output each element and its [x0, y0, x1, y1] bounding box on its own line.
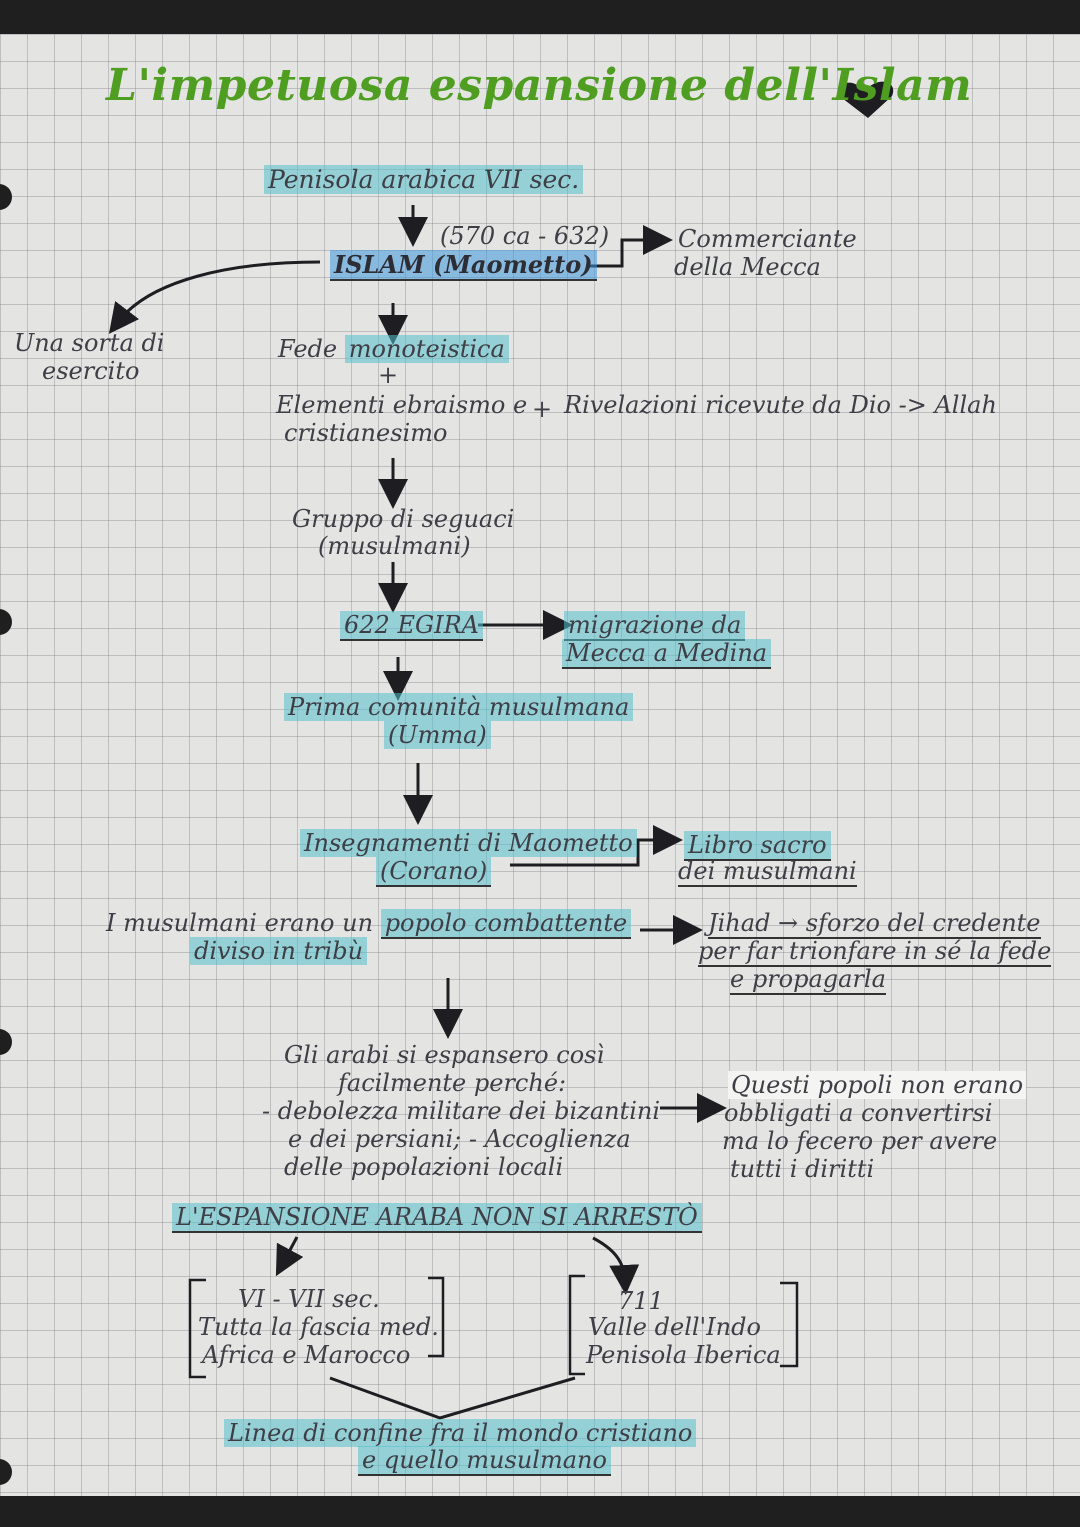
binder-hole — [0, 184, 12, 210]
border-text-1: Linea di confine fra il mondo cristiano — [224, 1419, 697, 1447]
right-line-3: Penisola Iberica — [586, 1341, 781, 1369]
jihad-text-2: per far trionfare in sé la fede — [698, 937, 1052, 967]
merchant-line-2: della Mecca — [674, 253, 821, 281]
book-line-2: dei musulmani — [678, 857, 857, 887]
jihad-line-2: per far trionfare in sé la fede — [698, 937, 1052, 967]
revelations-label: Rivelazioni ricevute da Dio -> Allah — [564, 391, 997, 419]
page-title: L'impetuosa espansione dell'Islam — [106, 60, 973, 111]
book-line-1: Libro sacro — [684, 831, 831, 861]
book-text-1: Libro sacro — [684, 831, 831, 861]
peoples-line-3: ma lo fecero per avere — [722, 1127, 998, 1155]
peoples-line-2: obbligati a convertirsi — [724, 1099, 993, 1127]
left-line-3: Africa e Marocco — [202, 1341, 411, 1369]
plus-sign: + — [378, 361, 399, 389]
people-prefix: I musulmani erano un — [106, 909, 374, 937]
faith-node: Fede monoteistica — [278, 335, 509, 363]
jihad-line-3: e propagarla — [730, 965, 886, 995]
plus-sign-2: + — [532, 395, 553, 423]
border-line-1: Linea di confine fra il mondo cristiano — [224, 1419, 697, 1447]
islam-label: ISLAM (Maometto) — [330, 250, 597, 281]
teachings-text-2: (Corano) — [376, 857, 492, 887]
expansion-label: L'ESPANSIONE ARABA NON SI ARRESTÒ — [172, 1203, 702, 1233]
teachings-text-1: Insegnamenti di Maometto — [300, 829, 637, 857]
right-line-2: Valle dell'Indo — [588, 1313, 761, 1341]
egira-label: 622 EGIRA — [340, 611, 484, 641]
followers-line-2: (musulmani) — [318, 532, 471, 560]
arabs-line-4: e dei persiani; - Accoglienza — [288, 1125, 631, 1153]
teachings-line-1: Insegnamenti di Maometto — [300, 829, 637, 857]
people-text-2: diviso in tribù — [190, 937, 368, 965]
jihad-text-3: e propagarla — [730, 965, 886, 995]
migration-text-1: migrazione da — [564, 611, 746, 641]
merchant-line-1: Commerciante — [678, 225, 857, 253]
binder-hole — [0, 1459, 12, 1485]
arabs-line-2: facilmente perché: — [338, 1069, 567, 1097]
people-highlight: popolo combattente — [380, 909, 632, 939]
border-text-2: e quello musulmano — [358, 1446, 611, 1476]
elements-line-2: cristianesimo — [284, 419, 448, 447]
migration-line-1: migrazione da — [564, 611, 746, 641]
book-text-2: dei musulmani — [678, 857, 857, 887]
border-line-2: e quello musulmano — [358, 1446, 611, 1476]
faith-highlight: monoteistica — [344, 335, 509, 363]
dates-label: (570 ca - 632) — [440, 222, 610, 250]
jihad-line-1: Jihad → sforzo del credente — [708, 909, 1041, 939]
arabia-label: Penisola arabica VII sec. — [264, 165, 584, 194]
peoples-text-1: Questi popoli non erano — [728, 1071, 1027, 1099]
migration-line-2: Mecca a Medina — [562, 639, 772, 669]
peoples-line-4: tutti i diritti — [730, 1155, 875, 1183]
community-text-2: (Umma) — [384, 721, 491, 749]
people-line-1: I musulmani erano un popolo combattente — [106, 909, 632, 939]
heart-icon — [840, 81, 894, 118]
right-line-1: 711 — [618, 1287, 664, 1315]
arabs-line-1: Gli arabi si espansero così — [284, 1041, 605, 1069]
arabs-line-5: delle popolazioni locali — [284, 1153, 564, 1181]
community-line-2: (Umma) — [384, 721, 491, 749]
arabia-node: Penisola arabica VII sec. — [264, 165, 584, 194]
left-line-2: Tutta la fascia med. — [198, 1313, 439, 1341]
people-line-2: diviso in tribù — [190, 937, 368, 965]
community-line-1: Prima comunità musulmana — [284, 693, 634, 721]
community-text-1: Prima comunità musulmana — [284, 693, 634, 721]
migration-text-2: Mecca a Medina — [562, 639, 772, 669]
army-line-1: Una sorta di — [14, 329, 165, 357]
arabs-line-3: - debolezza militare dei bizantini — [262, 1097, 661, 1125]
army-line-2: esercito — [42, 357, 140, 385]
followers-line-1: Gruppo di seguaci — [292, 505, 515, 533]
peoples-line-1: Questi popoli non erano — [728, 1071, 1027, 1099]
teachings-line-2: (Corano) — [376, 857, 492, 887]
expansion-node: L'ESPANSIONE ARABA NON SI ARRESTÒ — [172, 1203, 702, 1233]
left-line-1: VI - VII sec. — [238, 1285, 380, 1313]
binder-hole — [0, 1029, 12, 1055]
faith-prefix: Fede — [278, 335, 338, 363]
binder-hole — [0, 609, 12, 635]
egira-node: 622 EGIRA — [340, 611, 484, 641]
islam-node: ISLAM (Maometto) — [330, 250, 597, 281]
elements-line-1: Elementi ebraismo e — [276, 391, 528, 419]
jihad-text-1: Jihad → sforzo del credente — [708, 909, 1041, 939]
